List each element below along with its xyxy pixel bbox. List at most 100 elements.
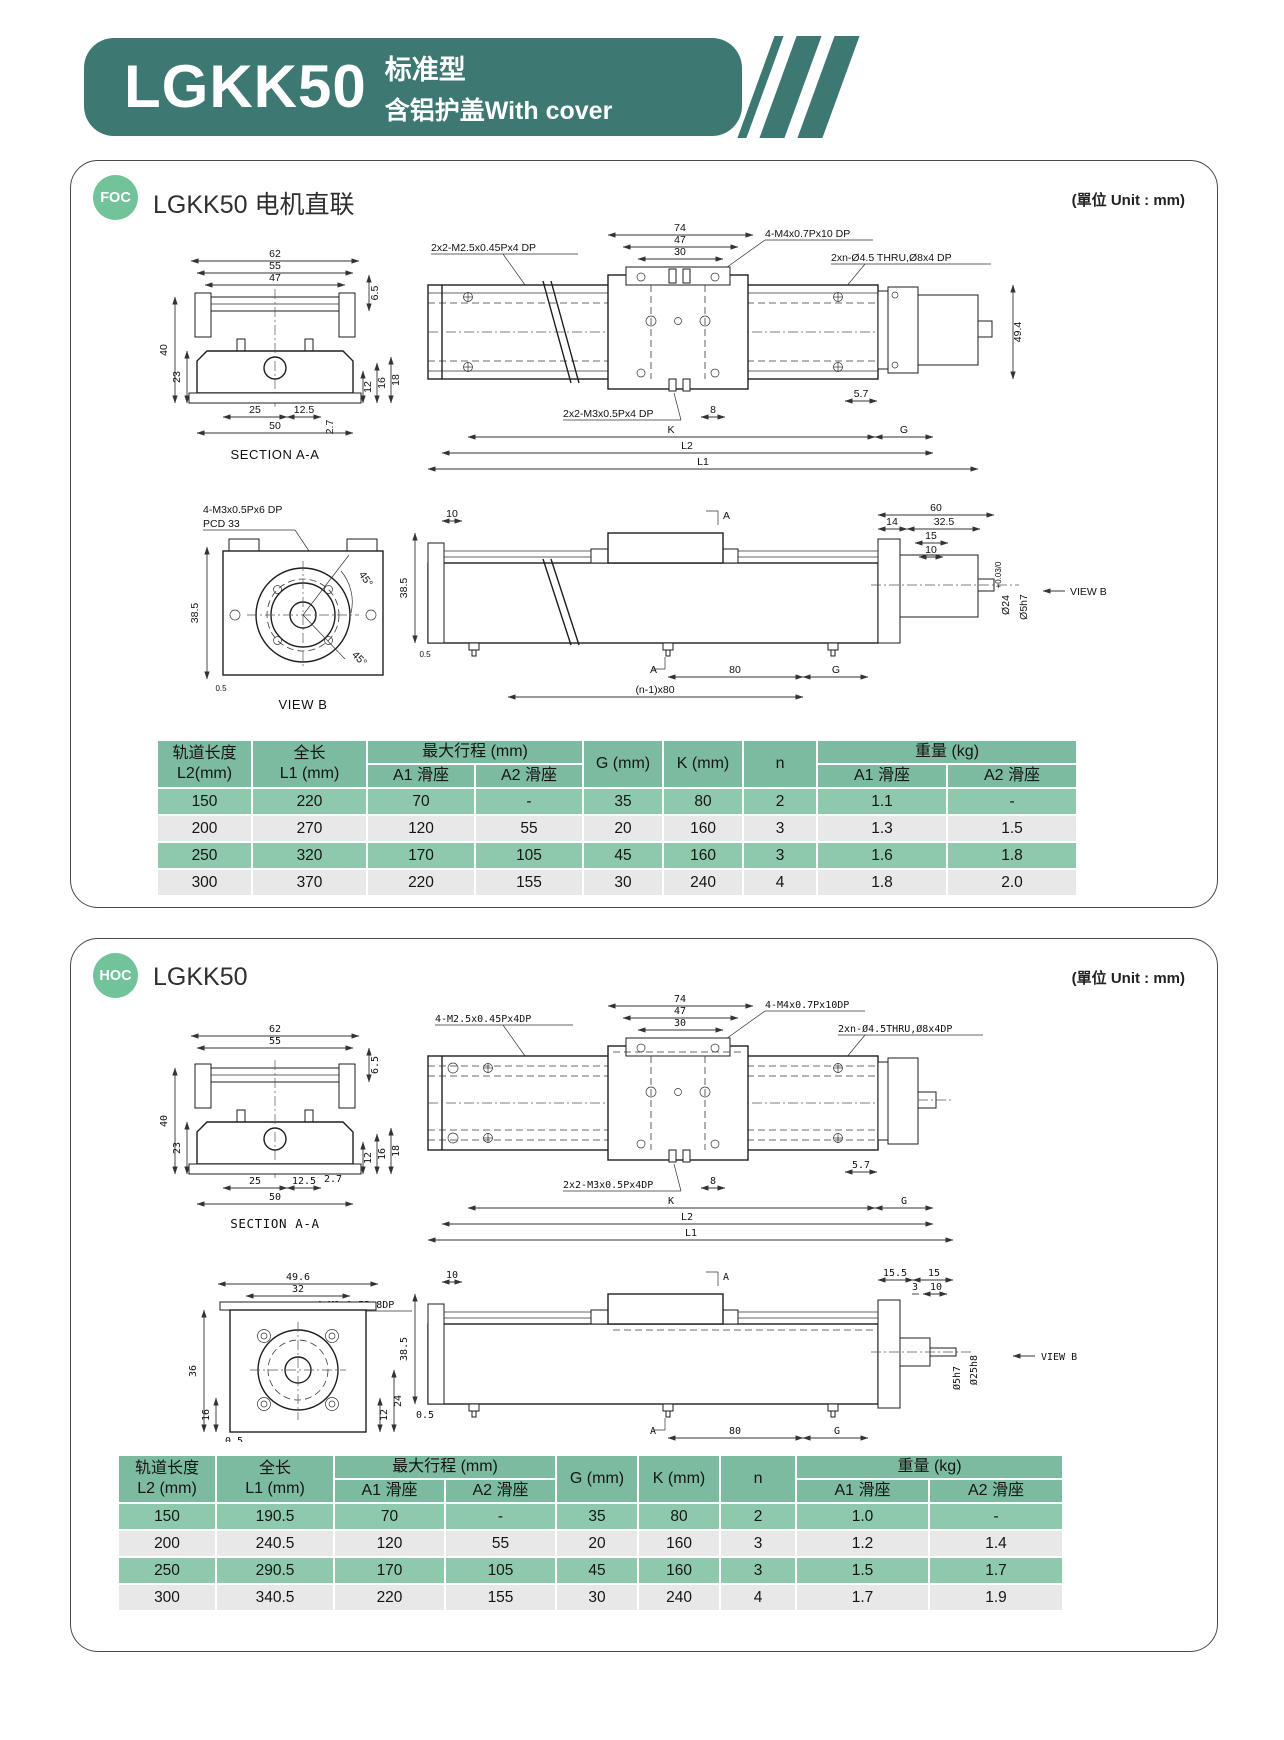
dim-label: 23 bbox=[171, 371, 183, 383]
view-b-arrow-label: VIEW B bbox=[1041, 1352, 1077, 1363]
table-cell: 340.5 bbox=[215, 1583, 335, 1612]
col-header-a2: A2 滑座 bbox=[443, 1478, 558, 1504]
table-cell: 1.0 bbox=[795, 1502, 931, 1531]
col-header-a1: A1 滑座 bbox=[333, 1478, 446, 1504]
col-header-k: K (mm) bbox=[637, 1454, 722, 1504]
view-b-drawing: 49.6 32 4-M3x0.5Px8DP 36 16 0.5 12 24 VI… bbox=[188, 1272, 412, 1442]
table-cell: 160 bbox=[637, 1529, 722, 1558]
dim-label: L1 bbox=[685, 1228, 697, 1239]
dim-label: 49.6 bbox=[286, 1272, 310, 1283]
side-view-drawing: 10 A 15.5 15 3 10 Ø5h7 Ø25h8 VIEW B bbox=[399, 1268, 1077, 1441]
thread-callout: 2xn-Ø4.5 THRU,Ø8x4 DP bbox=[831, 252, 952, 264]
table-cell: 150 bbox=[156, 787, 253, 816]
dim-label: 5.7 bbox=[852, 1160, 870, 1171]
col-header-weight: 重量 (kg) bbox=[795, 1454, 1065, 1480]
shaft-dia-label: Ø5h7 bbox=[951, 1366, 963, 1390]
dim-label: 6.5 bbox=[369, 286, 381, 301]
col-header-weight-a2: A2 滑座 bbox=[946, 763, 1079, 789]
shaft-dia-label: Ø5h7 bbox=[1018, 594, 1030, 620]
dim-label: 80 bbox=[729, 664, 741, 676]
dim-label: L1 bbox=[697, 456, 709, 468]
dim-label: 10 bbox=[446, 508, 458, 520]
table-cell: 35 bbox=[582, 787, 665, 816]
dim-label: 12.5 bbox=[292, 1176, 316, 1187]
dim-label: 18 bbox=[390, 374, 402, 386]
dim-label: 38.5 bbox=[398, 578, 410, 599]
dim-label: 40 bbox=[159, 1115, 170, 1127]
table-cell: 160 bbox=[662, 814, 745, 843]
dim-label: 49.4 bbox=[1012, 322, 1024, 343]
table-cell: 200 bbox=[156, 814, 253, 843]
table-cell: - bbox=[443, 1502, 558, 1531]
product-model: LGKK50 bbox=[124, 53, 367, 120]
table-cell: 3 bbox=[742, 841, 819, 870]
table-cell: 2 bbox=[719, 1502, 798, 1531]
table-cell: 3 bbox=[742, 814, 819, 843]
table-cell: 170 bbox=[333, 1556, 446, 1585]
table-cell: - bbox=[473, 787, 585, 816]
table-cell: 105 bbox=[473, 841, 585, 870]
thread-callout: 2x2-M2.5x0.45Px4 DP bbox=[431, 242, 536, 254]
section-aa-drawing: 62 55 6.5 40 23 12 16 18 25 12.5 2.7 50 … bbox=[159, 1024, 402, 1231]
col-header-n: n bbox=[742, 739, 819, 789]
dim-label: 10 bbox=[930, 1282, 942, 1293]
col-header-k: K (mm) bbox=[662, 739, 745, 789]
table-cell: 55 bbox=[443, 1529, 558, 1558]
col-header-weight: 重量 (kg) bbox=[816, 739, 1079, 765]
dim-label: 74 bbox=[674, 222, 686, 234]
motor-block bbox=[899, 554, 979, 618]
section-mark: A bbox=[650, 1426, 656, 1437]
thread-callout: 2xn-Ø4.5THRU,Ø8x4DP bbox=[838, 1023, 952, 1035]
table-cell: 1.2 bbox=[795, 1529, 931, 1558]
table-cell: 20 bbox=[555, 1529, 640, 1558]
table-cell: 1.8 bbox=[946, 841, 1079, 870]
table-cell: 1.7 bbox=[795, 1583, 931, 1612]
dim-label: 12 bbox=[362, 381, 374, 393]
table-cell: 160 bbox=[637, 1556, 722, 1585]
hoc-badge: HOC bbox=[93, 953, 138, 998]
table-cell: 45 bbox=[555, 1556, 640, 1585]
dim-label: 12 bbox=[379, 1409, 390, 1421]
table-cell: 220 bbox=[251, 787, 368, 816]
thread-callout: 2x2-M3x0.5Px4 DP bbox=[563, 408, 653, 420]
table-cell: 80 bbox=[662, 787, 745, 816]
shaft-dia-label: Ø25h8 bbox=[968, 1355, 980, 1385]
table-cell: 1.5 bbox=[946, 814, 1079, 843]
mount-screws bbox=[468, 642, 839, 657]
col-header-g: G (mm) bbox=[555, 1454, 640, 1504]
dim-label: 10 bbox=[446, 1270, 458, 1281]
col-header-weight-a1: A1 滑座 bbox=[795, 1478, 931, 1504]
dim-label: 0.5 bbox=[419, 650, 431, 659]
col-header-stroke: 最大行程 (mm) bbox=[332, 1454, 558, 1480]
dim-label: 8 bbox=[710, 404, 716, 416]
dim-label: G bbox=[832, 664, 840, 676]
rail-mount-holes bbox=[463, 292, 843, 372]
mount-screws bbox=[468, 1403, 839, 1418]
table-cell: 200 bbox=[117, 1529, 217, 1558]
table-cell: 35 bbox=[555, 1502, 640, 1531]
table-cell: 240 bbox=[637, 1583, 722, 1612]
table-cell: 1.1 bbox=[816, 787, 949, 816]
table-cell: 270 bbox=[251, 814, 368, 843]
table-cell: 300 bbox=[117, 1583, 217, 1612]
panel2-title: LGKK50 bbox=[153, 963, 248, 991]
dim-label: 55 bbox=[269, 1036, 281, 1047]
table-cell: 30 bbox=[582, 868, 665, 897]
top-view-drawing: 74 47 30 4-M2.5x0.45Px4DP 4-M4x0.7Px10DP… bbox=[427, 994, 983, 1243]
pcd-callout: PCD 33 bbox=[203, 518, 240, 530]
dim-label: 38.5 bbox=[189, 603, 201, 624]
panel1-unit-label: (單位 Unit : mm) bbox=[1071, 192, 1185, 209]
panel1-technical-drawing: 62 55 47 6.5 40 23 12 16 18 25 12.5 2.7 … bbox=[158, 222, 1107, 712]
dim-label: 0.5 bbox=[416, 1410, 434, 1421]
thread-callout: 4-M2.5x0.45Px4DP bbox=[435, 1014, 531, 1025]
dim-label: 15.5 bbox=[883, 1268, 907, 1279]
